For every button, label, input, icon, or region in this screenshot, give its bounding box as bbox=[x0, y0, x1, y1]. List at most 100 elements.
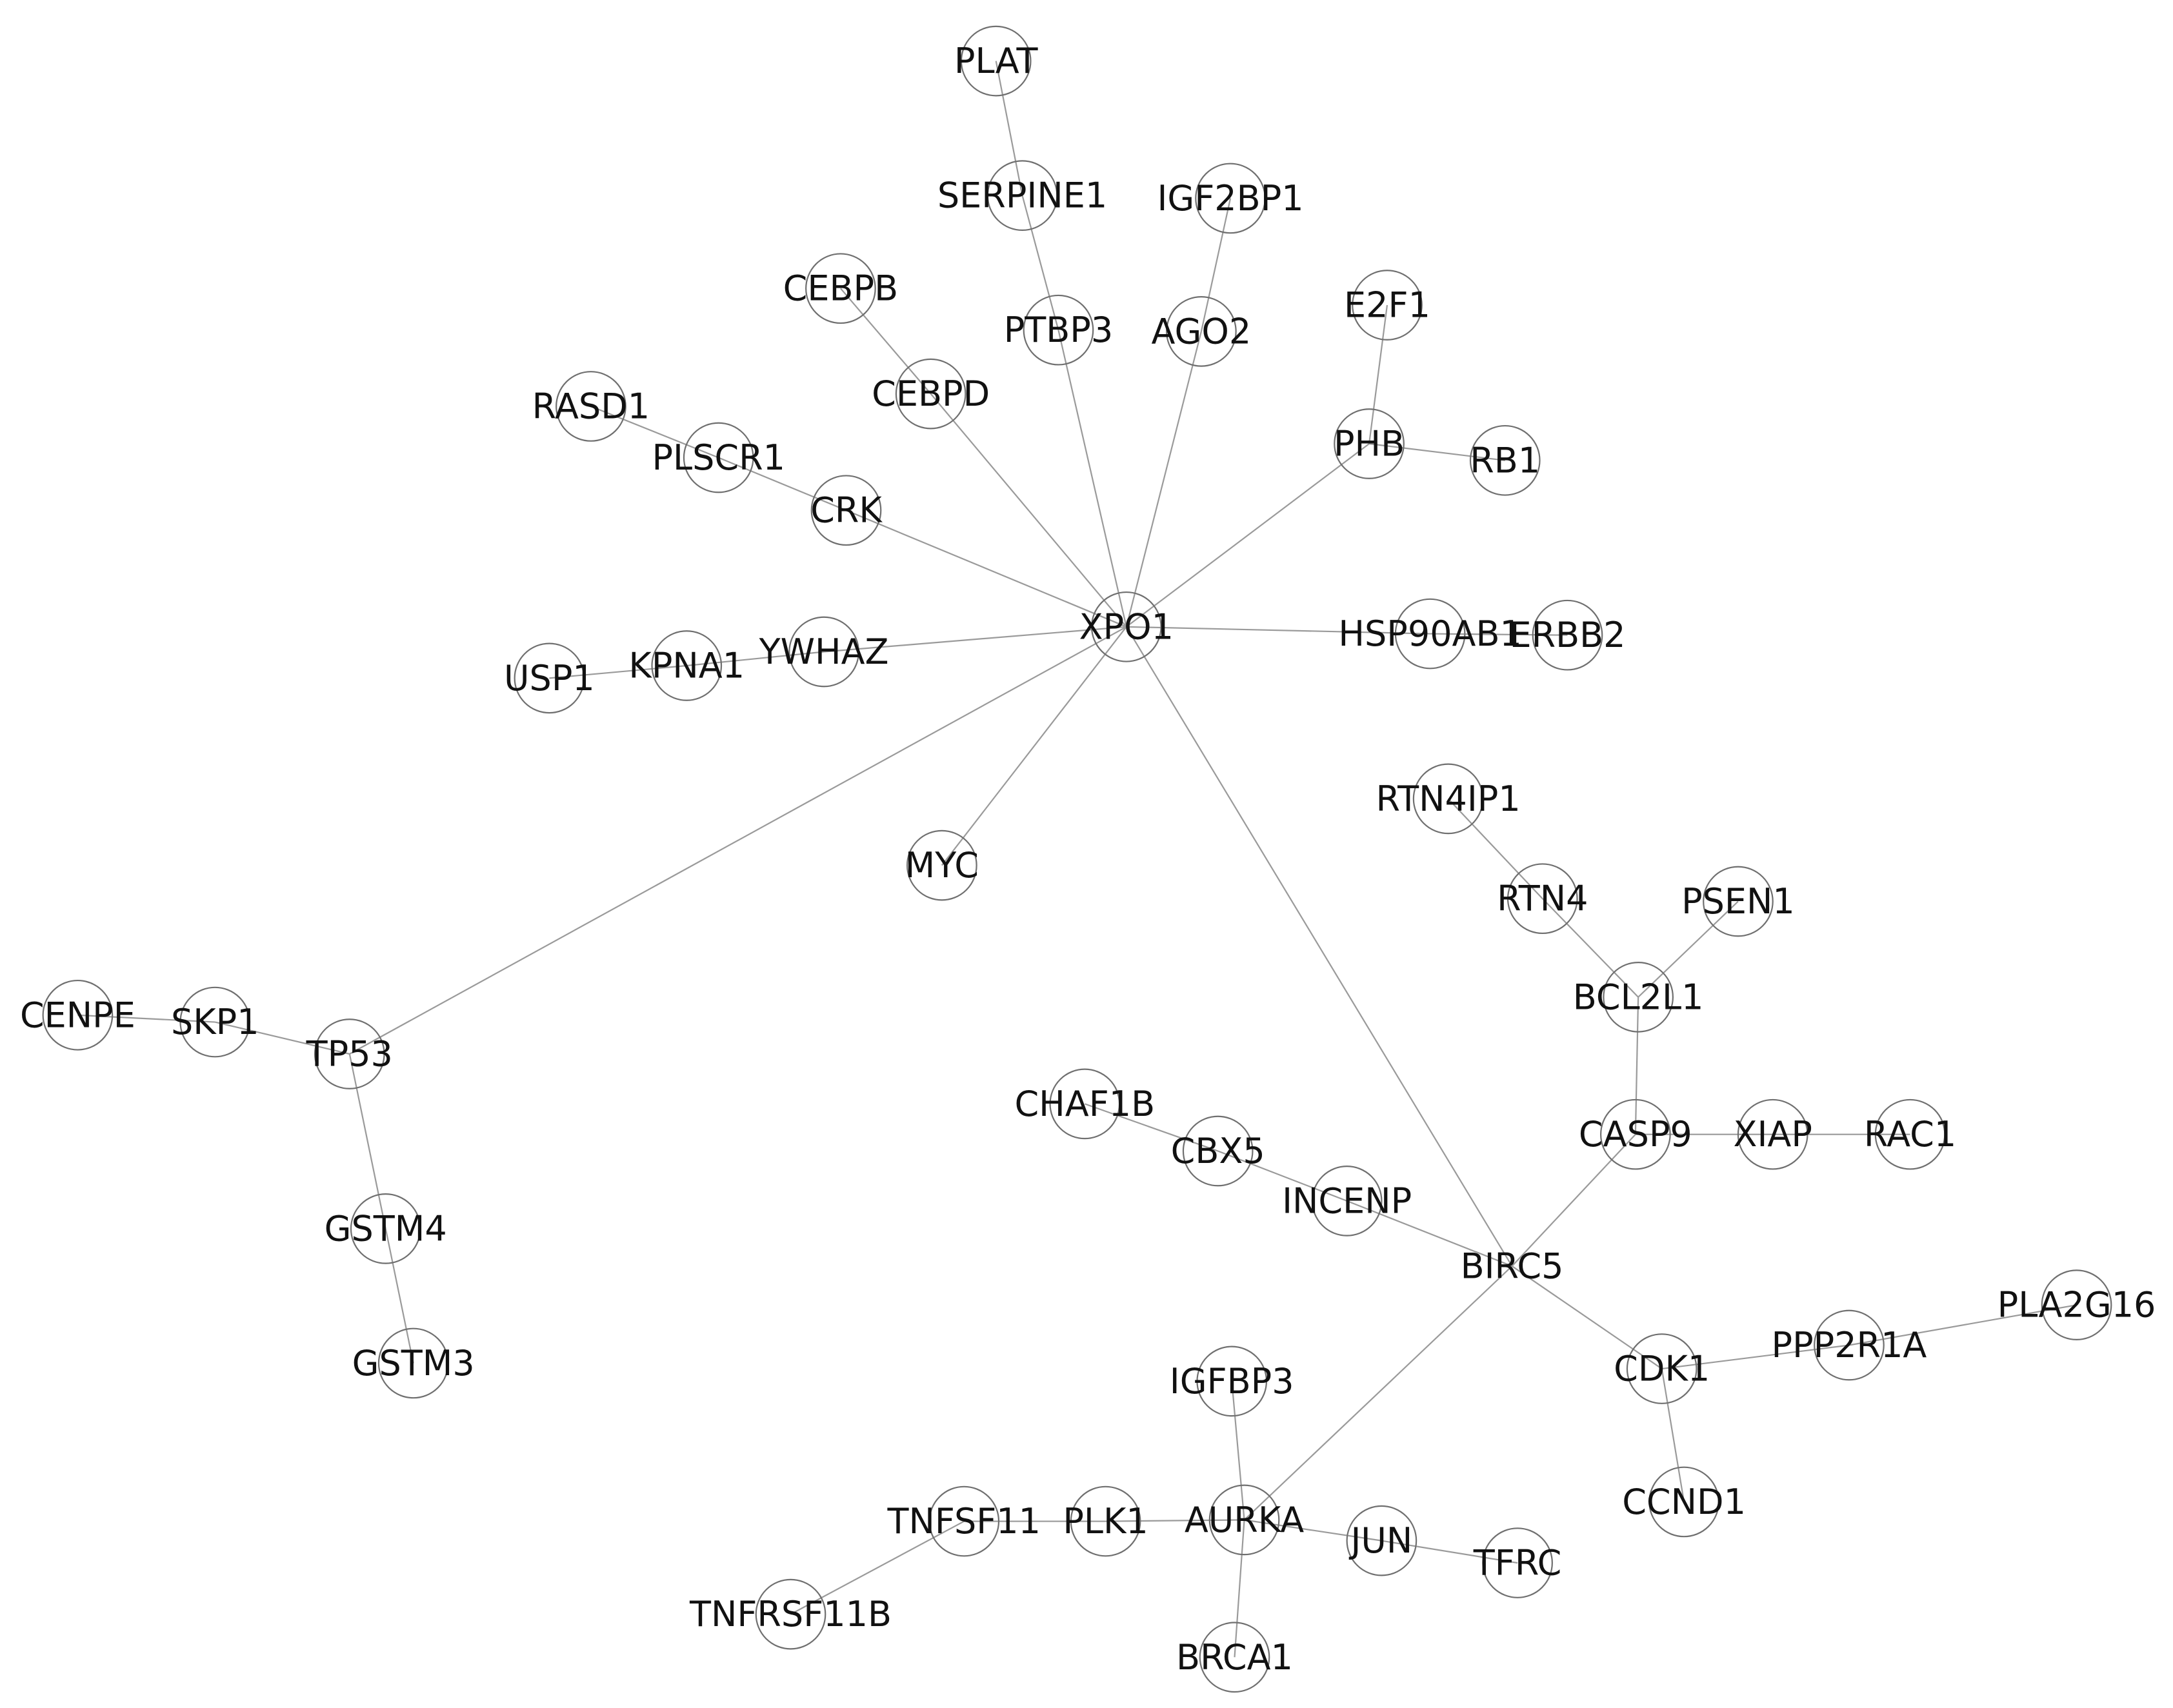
node-circle bbox=[42, 979, 114, 1051]
node-gstm4: GSTM4 bbox=[325, 1193, 447, 1264]
node-circle bbox=[895, 358, 966, 430]
edge-tnfsf11-tnfrsf11b bbox=[790, 1520, 965, 1615]
node-circle bbox=[1469, 424, 1541, 496]
node-label: JUN bbox=[1348, 1520, 1412, 1561]
node-circle bbox=[1814, 1309, 1885, 1381]
edge-xpo1-hsp90ab1 bbox=[1126, 626, 1430, 635]
edge-phb-xpo1 bbox=[1126, 443, 1370, 628]
node-bcl2l1: BCL2L1 bbox=[1573, 961, 1703, 1033]
node-label: CENPE bbox=[20, 995, 135, 1035]
node-label: CASP9 bbox=[1579, 1114, 1692, 1155]
edge-igfbp3-aurka bbox=[1231, 1381, 1245, 1520]
node-birc5: BIRC5 bbox=[1461, 1246, 1564, 1286]
edge-cebpb-cebpd bbox=[840, 288, 932, 395]
node-ppp2r1a: PPP2R1A bbox=[1772, 1309, 1927, 1381]
node-circle bbox=[514, 642, 585, 714]
node-label: IGF2BP1 bbox=[1157, 178, 1303, 219]
edge-jun-tfrc bbox=[1381, 1540, 1518, 1564]
node-label: CEBPB bbox=[783, 268, 898, 309]
node-label: ERBB2 bbox=[1509, 615, 1625, 655]
node-label: PLSCR1 bbox=[652, 437, 785, 478]
node-label: INCENP bbox=[1282, 1180, 1412, 1221]
node-cbx5: CBX5 bbox=[1171, 1115, 1265, 1187]
node-label: PTBP3 bbox=[1004, 310, 1114, 350]
node-circle bbox=[1703, 866, 1774, 937]
node-label: CCND1 bbox=[1622, 1482, 1746, 1522]
node-brca1: BRCA1 bbox=[1176, 1622, 1293, 1693]
node-tfrc: TFRC bbox=[1473, 1527, 1561, 1598]
node-circle bbox=[1482, 1527, 1553, 1598]
node-label: PPP2R1A bbox=[1772, 1325, 1927, 1365]
node-label: AGO2 bbox=[1152, 311, 1252, 352]
edge-cebpd-xpo1 bbox=[930, 393, 1127, 628]
edge-plscr1-crk bbox=[718, 457, 846, 511]
node-rtn4ip1: RTN4IP1 bbox=[1376, 763, 1521, 835]
node-rtn4: RTN4 bbox=[1497, 863, 1588, 935]
node-label: E2F1 bbox=[1344, 285, 1430, 326]
edge-rasd1-plscr1 bbox=[590, 405, 719, 459]
node-label: GSTM3 bbox=[352, 1343, 475, 1384]
node-skp1: SKP1 bbox=[171, 986, 259, 1058]
node-label: RASD1 bbox=[532, 386, 650, 426]
edge-xpo1-birc5 bbox=[1125, 626, 1513, 1267]
edge-igf2bp1-ago2 bbox=[1200, 198, 1232, 332]
node-ccnd1: CCND1 bbox=[1622, 1466, 1746, 1538]
network-edges bbox=[77, 61, 2077, 1658]
edge-ywhaz-kpna1 bbox=[686, 651, 825, 667]
node-circle bbox=[1737, 1098, 1808, 1170]
node-circle bbox=[1195, 163, 1266, 234]
node-circle bbox=[960, 25, 1032, 97]
edge-skp1-tp53 bbox=[214, 1021, 350, 1055]
node-ago2: AGO2 bbox=[1152, 295, 1252, 367]
edge-ago2-xpo1 bbox=[1125, 331, 1202, 628]
node-label: XPO1 bbox=[1079, 606, 1174, 647]
node-ywhaz: YWHAZ bbox=[759, 616, 889, 688]
node-circle bbox=[377, 1327, 449, 1399]
node-label: PHB bbox=[1334, 424, 1405, 464]
node-label: CBX5 bbox=[1171, 1131, 1265, 1171]
node-label: TNFRSF11B bbox=[689, 1594, 892, 1634]
edge-serpine1-ptbp3 bbox=[1021, 195, 1059, 330]
node-circle bbox=[1648, 1466, 1719, 1538]
node-label: MYC bbox=[905, 845, 979, 886]
node-label: RB1 bbox=[1470, 440, 1540, 481]
edge-e2f1-phb bbox=[1368, 304, 1388, 444]
node-circle bbox=[1394, 598, 1466, 670]
node-label: PSEN1 bbox=[1681, 881, 1795, 922]
node-label: IGFBP3 bbox=[1170, 1361, 1294, 1402]
node-label: CHAF1B bbox=[1014, 1084, 1155, 1124]
node-plk1: PLK1 bbox=[1063, 1485, 1148, 1557]
node-label: SKP1 bbox=[171, 1002, 259, 1042]
edge-ptbp3-xpo1 bbox=[1057, 330, 1127, 628]
node-label: AURKA bbox=[1185, 1500, 1304, 1540]
node-tp53: TP53 bbox=[306, 1018, 393, 1089]
node-circle bbox=[805, 253, 876, 324]
edge-incenp-birc5 bbox=[1347, 1200, 1512, 1267]
node-label: CDK1 bbox=[1614, 1349, 1710, 1389]
node-circle bbox=[1412, 763, 1484, 835]
edge-cenpe-skp1 bbox=[77, 1014, 215, 1023]
node-label: GSTM4 bbox=[325, 1208, 447, 1249]
edge-birc5-aurka bbox=[1243, 1266, 1513, 1521]
node-circle bbox=[683, 422, 754, 493]
node-circle bbox=[788, 616, 859, 688]
node-e2f1: E2F1 bbox=[1344, 270, 1430, 341]
node-label: USP1 bbox=[504, 658, 595, 699]
node-circle bbox=[906, 829, 977, 901]
node-cebpd: CEBPD bbox=[872, 358, 990, 430]
node-tnfrsf11b: TNFRSF11B bbox=[689, 1578, 892, 1650]
node-circle bbox=[1166, 295, 1237, 367]
node-label: RTN4 bbox=[1497, 879, 1588, 919]
node-circle bbox=[1603, 961, 1674, 1033]
node-igf2bp1: IGF2BP1 bbox=[1157, 163, 1304, 234]
node-xpo1: XPO1 bbox=[1079, 591, 1174, 662]
edge-cdk1-ccnd1 bbox=[1661, 1368, 1685, 1502]
node-circle bbox=[1600, 1098, 1671, 1170]
node-gstm3: GSTM3 bbox=[352, 1327, 475, 1399]
node-xiap: XIAP bbox=[1733, 1098, 1812, 1170]
edge-aurka-jun bbox=[1244, 1519, 1382, 1542]
node-circle bbox=[1070, 1485, 1141, 1557]
node-label: PLK1 bbox=[1063, 1501, 1148, 1542]
node-circle bbox=[2041, 1269, 2112, 1341]
